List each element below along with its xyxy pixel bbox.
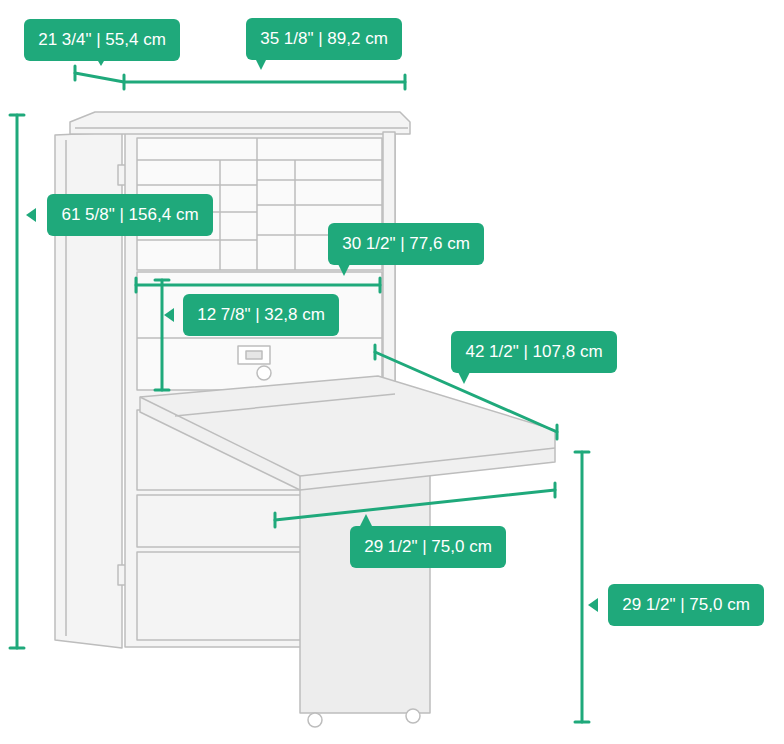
dimension-tick (155, 389, 169, 392)
dimension-tick (10, 114, 24, 117)
caster (406, 709, 420, 723)
dimension-tick (575, 451, 589, 454)
dimension-line (581, 452, 584, 722)
crown-line (75, 127, 408, 129)
desk-edge (299, 476, 301, 490)
shelf (257, 204, 382, 206)
divider (294, 160, 296, 270)
dimension-tick (554, 483, 557, 497)
dimension-tick (135, 278, 138, 292)
desk-edge (300, 448, 555, 476)
dimension-line (275, 490, 555, 520)
label-pointer (338, 264, 350, 276)
drawer (137, 552, 302, 640)
shelf (257, 179, 382, 181)
dimension-text: 61 5/8" | 156,4 cm (61, 205, 198, 224)
dimension-label: 42 1/2" | 107,8 cm (451, 331, 616, 373)
divider (256, 138, 258, 270)
dimension-label: 29 1/2" | 75,0 cm (350, 526, 506, 568)
desk-edge (140, 397, 300, 476)
dimension-tick (10, 647, 24, 650)
dimension-line (75, 73, 124, 82)
dimension-lines (10, 66, 589, 722)
crown-molding (70, 112, 410, 134)
dimension-tick (404, 75, 407, 89)
label-pointer (26, 208, 36, 222)
label-pointer (458, 372, 470, 384)
divider (219, 160, 221, 270)
shelf (137, 159, 382, 161)
dimension-text: 29 1/2" | 75,0 cm (622, 595, 750, 614)
power-outlet (238, 346, 270, 364)
dimension-text: 12 7/8" | 32,8 cm (197, 305, 325, 324)
panel-line (137, 337, 382, 339)
fold-line (175, 394, 395, 416)
dimension-tick (556, 425, 559, 439)
dimension-tick (274, 513, 277, 527)
dimension-line (161, 280, 164, 390)
dimension-label: 61 5/8" | 156,4 cm (47, 194, 212, 236)
dimension-label: 21 3/4" | 55,4 cm (24, 19, 180, 61)
dimension-tick (155, 279, 169, 282)
dimension-text: 21 3/4" | 55,4 cm (38, 30, 166, 49)
dimension-label: 29 1/2" | 75,0 cm (608, 584, 764, 626)
dimension-label: 30 1/2" | 77,6 cm (328, 223, 484, 265)
dimension-line (124, 81, 405, 84)
dimension-text: 42 1/2" | 107,8 cm (465, 342, 602, 361)
outlet-socket (246, 351, 262, 359)
shelf (137, 239, 257, 241)
dimension-line (16, 115, 19, 648)
caster (308, 713, 322, 727)
label-pointer (360, 514, 372, 526)
label-pointer (588, 598, 598, 612)
dimension-text: 30 1/2" | 77,6 cm (342, 234, 470, 253)
cord-grommet (257, 366, 271, 380)
dimension-text: 35 1/8" | 89,2 cm (260, 29, 388, 48)
dimension-label: 35 1/8" | 89,2 cm (246, 18, 402, 60)
dimension-label: 12 7/8" | 32,8 cm (183, 294, 339, 336)
dimension-line (136, 284, 380, 287)
dimension-tick (74, 66, 77, 80)
shelf (137, 184, 257, 186)
dimension-tick (374, 345, 377, 359)
desk-top (140, 376, 555, 490)
label-pointer (164, 308, 174, 322)
dimension-text: 29 1/2" | 75,0 cm (364, 537, 492, 556)
dimension-tick (575, 721, 589, 724)
dimension-tick (379, 278, 382, 292)
back-panel (137, 272, 382, 390)
